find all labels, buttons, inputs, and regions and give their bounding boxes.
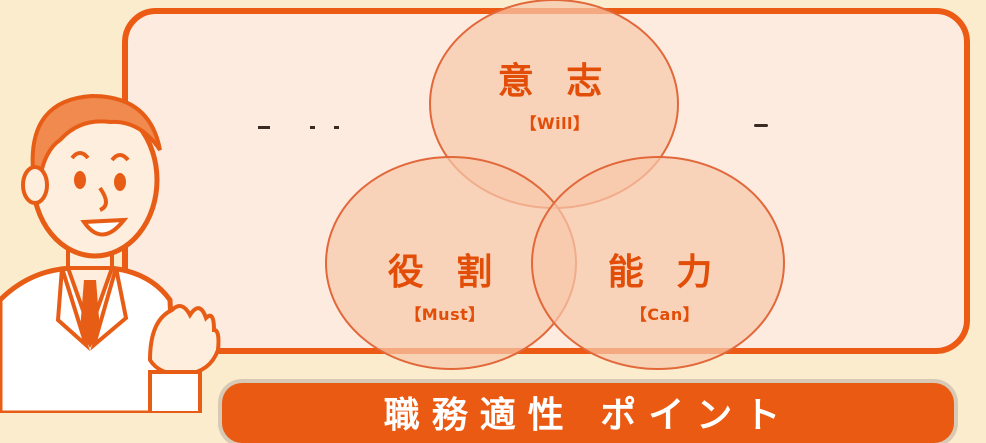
label-will: 意 志 【Will】 (480, 52, 630, 134)
venn-circle-can (531, 156, 785, 370)
label-can: 能 力 【Can】 (590, 243, 740, 325)
dash-mark (258, 126, 270, 129)
dash-mark (310, 126, 315, 129)
label-can-english: 【Can】 (630, 305, 700, 324)
label-must: 役 割 【Must】 (370, 243, 520, 325)
label-will-english: 【Will】 (520, 114, 590, 133)
presenter-illustration (0, 93, 221, 413)
label-must-english: 【Must】 (405, 305, 485, 324)
label-must-kanji: 役 割 (387, 252, 503, 293)
banner-title: 職務適性 ポイント (383, 395, 793, 436)
label-can-kanji: 能 力 (607, 252, 723, 293)
dash-mark (334, 126, 339, 129)
title-banner: 職務適性 ポイント (222, 383, 954, 443)
dash-mark (754, 124, 768, 127)
venn-diagram (325, 0, 785, 370)
label-will-kanji: 意 志 (497, 61, 613, 102)
